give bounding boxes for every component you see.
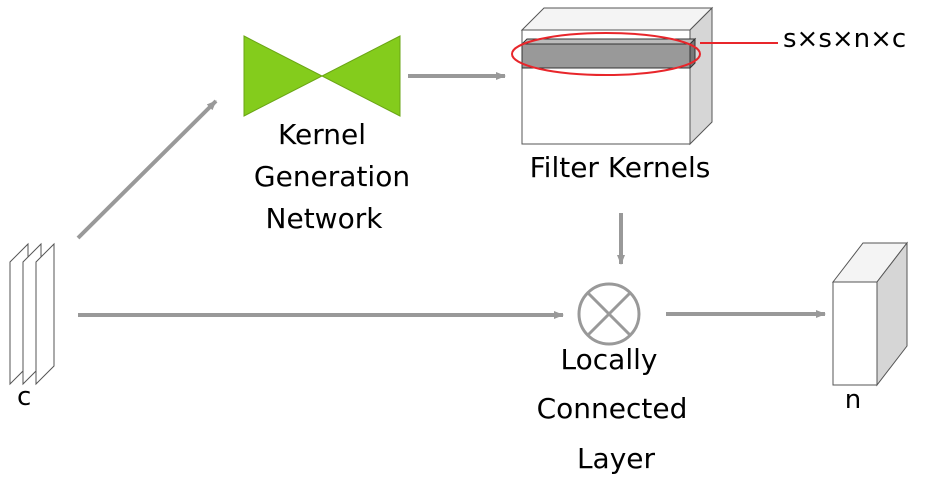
kernel-slice-bar	[520, 37, 697, 70]
arrow-input-to-network	[76, 99, 218, 240]
kernel-generation-network-shape	[243, 35, 401, 117]
output-feature-map	[831, 241, 909, 387]
kernel-generation-label-line3: Network	[266, 202, 384, 235]
filter-kernels-label: Filter Kernels	[530, 151, 711, 184]
kernel-size-label: s×s×n×c	[783, 24, 906, 54]
kernel-highlight-ellipse	[511, 32, 701, 76]
input-feature-maps	[9, 242, 55, 386]
output-channels-label: n	[845, 385, 861, 415]
locally-connected-label-line1: Locally	[561, 343, 658, 376]
filter-kernels-box	[520, 6, 714, 146]
kernel-generation-label-line2: Generation	[254, 160, 410, 193]
kernel-generation-label-line1: Kernel	[278, 118, 366, 151]
input-channels-label: c	[17, 382, 31, 412]
circle-times-icon	[577, 282, 641, 346]
locally-connected-label-line2: Connected	[537, 392, 688, 425]
locally-connected-label-line3: Layer	[577, 442, 656, 475]
